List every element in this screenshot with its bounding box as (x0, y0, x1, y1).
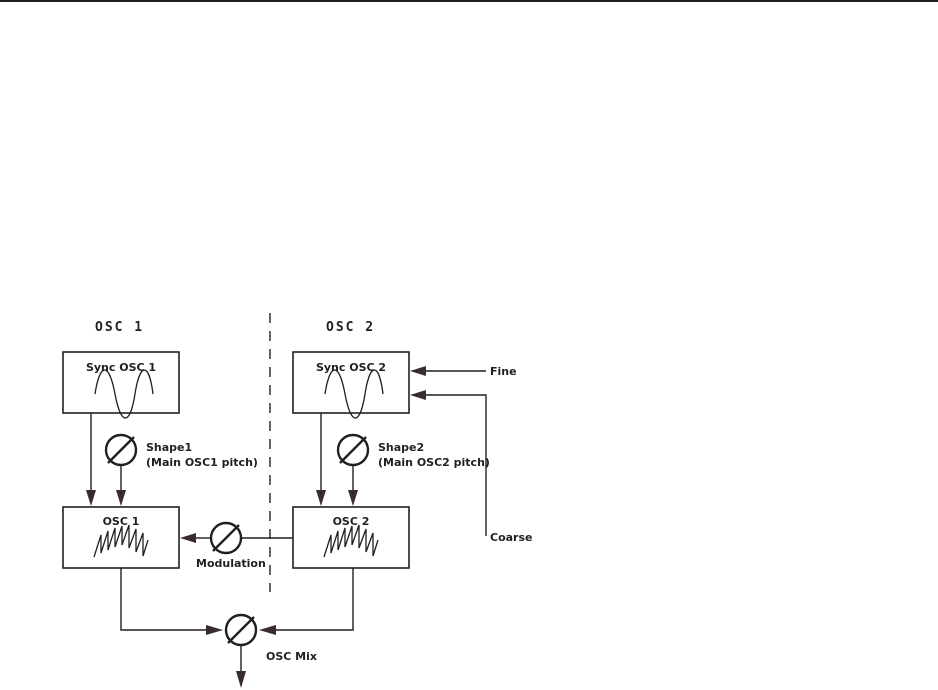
osc-mix-label: OSC Mix (266, 650, 317, 663)
sync-osc2-title: Sync OSC 2 (316, 361, 386, 374)
knob-indicator (107, 436, 135, 464)
osc1-title: OSC 1 (103, 515, 140, 528)
osc1-to-mix-wire (120, 568, 207, 631)
shape2-sublabel: (Main OSC2 pitch) (378, 456, 490, 469)
osc2-box (292, 506, 410, 569)
sine-wave-icon (94, 369, 154, 419)
arrow-down (86, 490, 96, 506)
osc1-box (62, 506, 180, 569)
sync-osc2-box (292, 351, 410, 414)
knob-indicator (212, 524, 240, 552)
arrow-left (410, 366, 426, 376)
shape1-label: Shape1 (146, 441, 192, 454)
arrow-left (180, 533, 196, 543)
osc2-title: OSC 2 (333, 515, 370, 528)
sync-osc2-block: Sync OSC 2 (292, 351, 410, 419)
osc2-block: OSC 2 (292, 506, 410, 569)
coarse-wire (424, 394, 487, 536)
arrow-left (259, 625, 276, 635)
sawtooth-wave-icon (93, 524, 149, 558)
knob-indicator (227, 616, 255, 644)
arrow-down (316, 490, 326, 506)
fine-label: Fine (490, 365, 517, 378)
arrow-down (348, 490, 358, 506)
sync-osc1-box (62, 351, 180, 414)
osc-mix-knob[interactable] (224, 613, 258, 647)
sawtooth-wave-icon (323, 524, 379, 558)
coarse-label: Coarse (490, 531, 533, 544)
knob-indicator (339, 436, 367, 464)
osc2-section-title: OSC 2 (326, 320, 375, 335)
shape2-label: Shape2 (378, 441, 424, 454)
shape1-knob[interactable] (104, 433, 138, 467)
sine-wave-icon (324, 369, 384, 419)
arrow-down (236, 671, 246, 688)
arrow-right (206, 625, 223, 635)
modulation-knob[interactable] (209, 521, 243, 555)
arrow-down (116, 490, 126, 506)
modulation-label: Modulation (196, 557, 266, 570)
osc1-section-title: OSC 1 (95, 320, 144, 335)
osc1-block: OSC 1 (62, 506, 180, 569)
sync-osc1-block: Sync OSC 1 (62, 351, 180, 419)
sync-osc1-title: Sync OSC 1 (86, 361, 156, 374)
arrow-left (410, 390, 426, 400)
shape1-sublabel: (Main OSC1 pitch) (146, 456, 258, 469)
shape2-knob[interactable] (336, 433, 370, 467)
osc2-to-mix-wire (275, 568, 354, 631)
top-rule (0, 0, 938, 2)
